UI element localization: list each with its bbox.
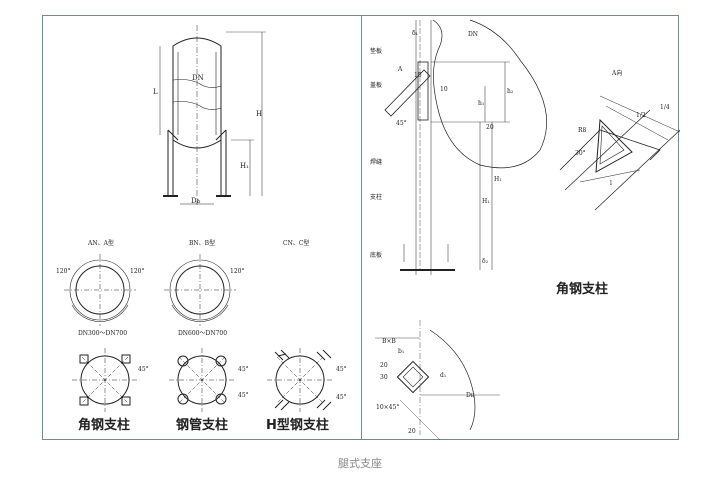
detail-30: 30 bbox=[380, 374, 388, 381]
vessel-h1-label: H₁ bbox=[240, 162, 249, 170]
detail-20: 20 bbox=[380, 362, 388, 369]
angle-steel-column-label: 角钢支柱 bbox=[78, 418, 131, 433]
type-a-angle-left: 120° bbox=[56, 268, 71, 275]
type-a-title: AN、A型 bbox=[88, 240, 114, 247]
a-view-30: 30° bbox=[575, 150, 586, 157]
zhuzhu-label: 支柱 bbox=[370, 194, 383, 201]
vessel-h-label: H bbox=[256, 110, 263, 118]
detail-chamfer: 10×45° bbox=[376, 404, 400, 411]
detail-b1: b₁ bbox=[398, 348, 405, 355]
vessel-dn-label: DN bbox=[192, 74, 204, 82]
panel-divider bbox=[361, 15, 362, 440]
column-detail bbox=[384, 19, 547, 275]
type-a-range: DN300～DN700 bbox=[78, 330, 128, 337]
a-view-title: A向 bbox=[612, 70, 623, 77]
dim15-label: 15 bbox=[414, 72, 422, 79]
bottom-detail bbox=[375, 320, 500, 441]
gaiban-label: 盖板 bbox=[370, 82, 383, 89]
dim10-label: 10 bbox=[440, 86, 448, 93]
vessel-db-label: Dь bbox=[191, 197, 201, 205]
plan-views bbox=[64, 254, 236, 326]
h-beam-column-label: H型钢支柱 bbox=[266, 418, 329, 433]
dianban-label: 垫板 bbox=[370, 48, 383, 55]
vessel-drawing bbox=[159, 25, 266, 205]
section1-angle: 45° bbox=[138, 366, 149, 373]
right-dn-label: DN bbox=[468, 31, 479, 38]
detail-bottom-20: 20 bbox=[408, 428, 416, 435]
section3-angle-a: 45° bbox=[336, 366, 347, 373]
detail-bxb: B×B bbox=[382, 338, 396, 345]
section3-angle-b: 45° bbox=[336, 394, 347, 401]
section-views bbox=[72, 348, 333, 412]
type-b-range: DN600～DN700 bbox=[178, 330, 228, 337]
h1-label: h₁ bbox=[478, 100, 485, 107]
a-view-r8: R8 bbox=[578, 127, 587, 134]
right-angle-steel-label: 角钢支柱 bbox=[556, 282, 609, 297]
section2-angle-a: 45° bbox=[238, 366, 249, 373]
type-c-title: CN、C型 bbox=[283, 240, 310, 247]
steel-pipe-column-label: 钢管支柱 bbox=[176, 418, 229, 433]
type-b-angle-right: 120° bbox=[230, 268, 245, 275]
vessel-l-label: L bbox=[153, 88, 158, 96]
a-view-dim1: 1/4 bbox=[660, 104, 670, 111]
type-a-angle-right: 120° bbox=[130, 268, 145, 275]
detail-d1: d₁ bbox=[440, 372, 447, 379]
hanfeng-label: 焊缝 bbox=[370, 159, 383, 166]
figure-caption: 腿式支座 bbox=[338, 457, 382, 470]
detail-dh: Dн bbox=[466, 392, 475, 399]
angle45-label: 45° bbox=[396, 120, 407, 127]
a-view-dim2: 1/2 bbox=[636, 112, 646, 119]
h2-label: h₂ bbox=[507, 88, 514, 95]
section2-angle-b: 45° bbox=[238, 392, 249, 399]
drawing-frame bbox=[42, 15, 679, 440]
delta1-label: δ₁ bbox=[412, 30, 419, 37]
type-b-title: BN、B型 bbox=[189, 240, 216, 247]
a-view bbox=[559, 95, 681, 211]
a-view-l: l bbox=[610, 180, 612, 187]
dim20-label: 20 bbox=[486, 124, 494, 131]
delta2-label: δ₂ bbox=[482, 258, 489, 265]
H2-label: H₁ bbox=[482, 198, 490, 205]
a-marker-label: A bbox=[398, 66, 403, 73]
diban-label: 底板 bbox=[370, 252, 383, 259]
H1-label: H₁ bbox=[494, 176, 502, 183]
